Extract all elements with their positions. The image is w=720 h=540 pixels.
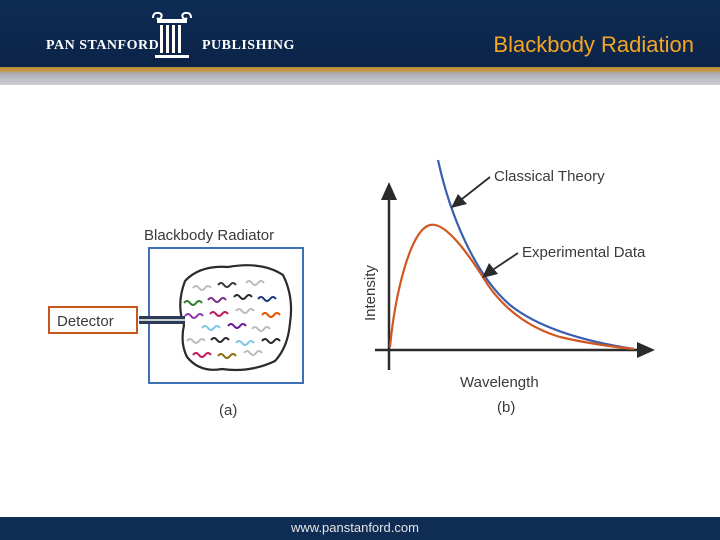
experimental-data-curve bbox=[388, 223, 635, 351]
radiator-label: Blackbody Radiator bbox=[144, 227, 274, 244]
y-axis-label: Intensity bbox=[362, 265, 379, 321]
caption-b: (b) bbox=[497, 399, 515, 416]
wave bbox=[217, 282, 237, 288]
wave bbox=[261, 338, 281, 344]
header-stripe bbox=[0, 67, 720, 85]
experimental-data-label: Experimental Data bbox=[522, 244, 646, 261]
diagram-b: Intensity Wavelength (b) Classical Theor… bbox=[362, 159, 655, 416]
column-logo-icon bbox=[152, 11, 192, 58]
detector-label: Detector bbox=[57, 313, 114, 330]
wave bbox=[192, 352, 212, 358]
wave bbox=[233, 294, 253, 300]
radiation-waves bbox=[183, 280, 281, 359]
wave bbox=[235, 340, 255, 346]
wave bbox=[251, 326, 271, 332]
blackbody-figure: Blackbody Radiator bbox=[48, 159, 655, 419]
wave bbox=[186, 338, 206, 344]
wave bbox=[235, 308, 255, 314]
wave bbox=[217, 353, 237, 359]
classical-arrow-line bbox=[461, 176, 491, 200]
caption-a: (a) bbox=[219, 402, 237, 419]
x-axis-arrowhead bbox=[637, 342, 655, 358]
classical-theory-curve bbox=[436, 159, 635, 351]
wave bbox=[210, 337, 230, 343]
detector-box bbox=[48, 306, 138, 334]
experimental-arrow-line bbox=[493, 252, 519, 270]
experimental-arrowhead bbox=[482, 263, 498, 278]
wave bbox=[209, 311, 229, 317]
x-axis-label: Wavelength bbox=[460, 374, 539, 391]
wave bbox=[183, 300, 203, 306]
footer-bar: www.panstanford.com bbox=[0, 517, 720, 540]
y-axis-arrowhead bbox=[381, 182, 397, 200]
wave bbox=[227, 323, 247, 329]
wave bbox=[243, 350, 263, 356]
wave bbox=[184, 313, 204, 319]
wave bbox=[257, 296, 277, 302]
classical-theory-label: Classical Theory bbox=[494, 168, 605, 185]
header-bar: PAN STANFORD PUBLISHING Blackbody Radiat… bbox=[0, 0, 720, 67]
radiator-cavity bbox=[179, 264, 293, 372]
footer-url[interactable]: www.panstanford.com bbox=[291, 520, 419, 535]
logo-text-right: PUBLISHING bbox=[202, 38, 295, 53]
slide-title: Blackbody Radiation bbox=[493, 32, 694, 57]
diagram-a: Blackbody Radiator bbox=[48, 227, 304, 419]
wave bbox=[245, 280, 265, 286]
wave bbox=[261, 312, 281, 318]
wave bbox=[201, 325, 221, 331]
wave bbox=[192, 285, 212, 291]
classical-arrowhead bbox=[451, 194, 467, 208]
logo-text-left: PAN STANFORD bbox=[46, 38, 160, 53]
wave bbox=[207, 297, 227, 303]
